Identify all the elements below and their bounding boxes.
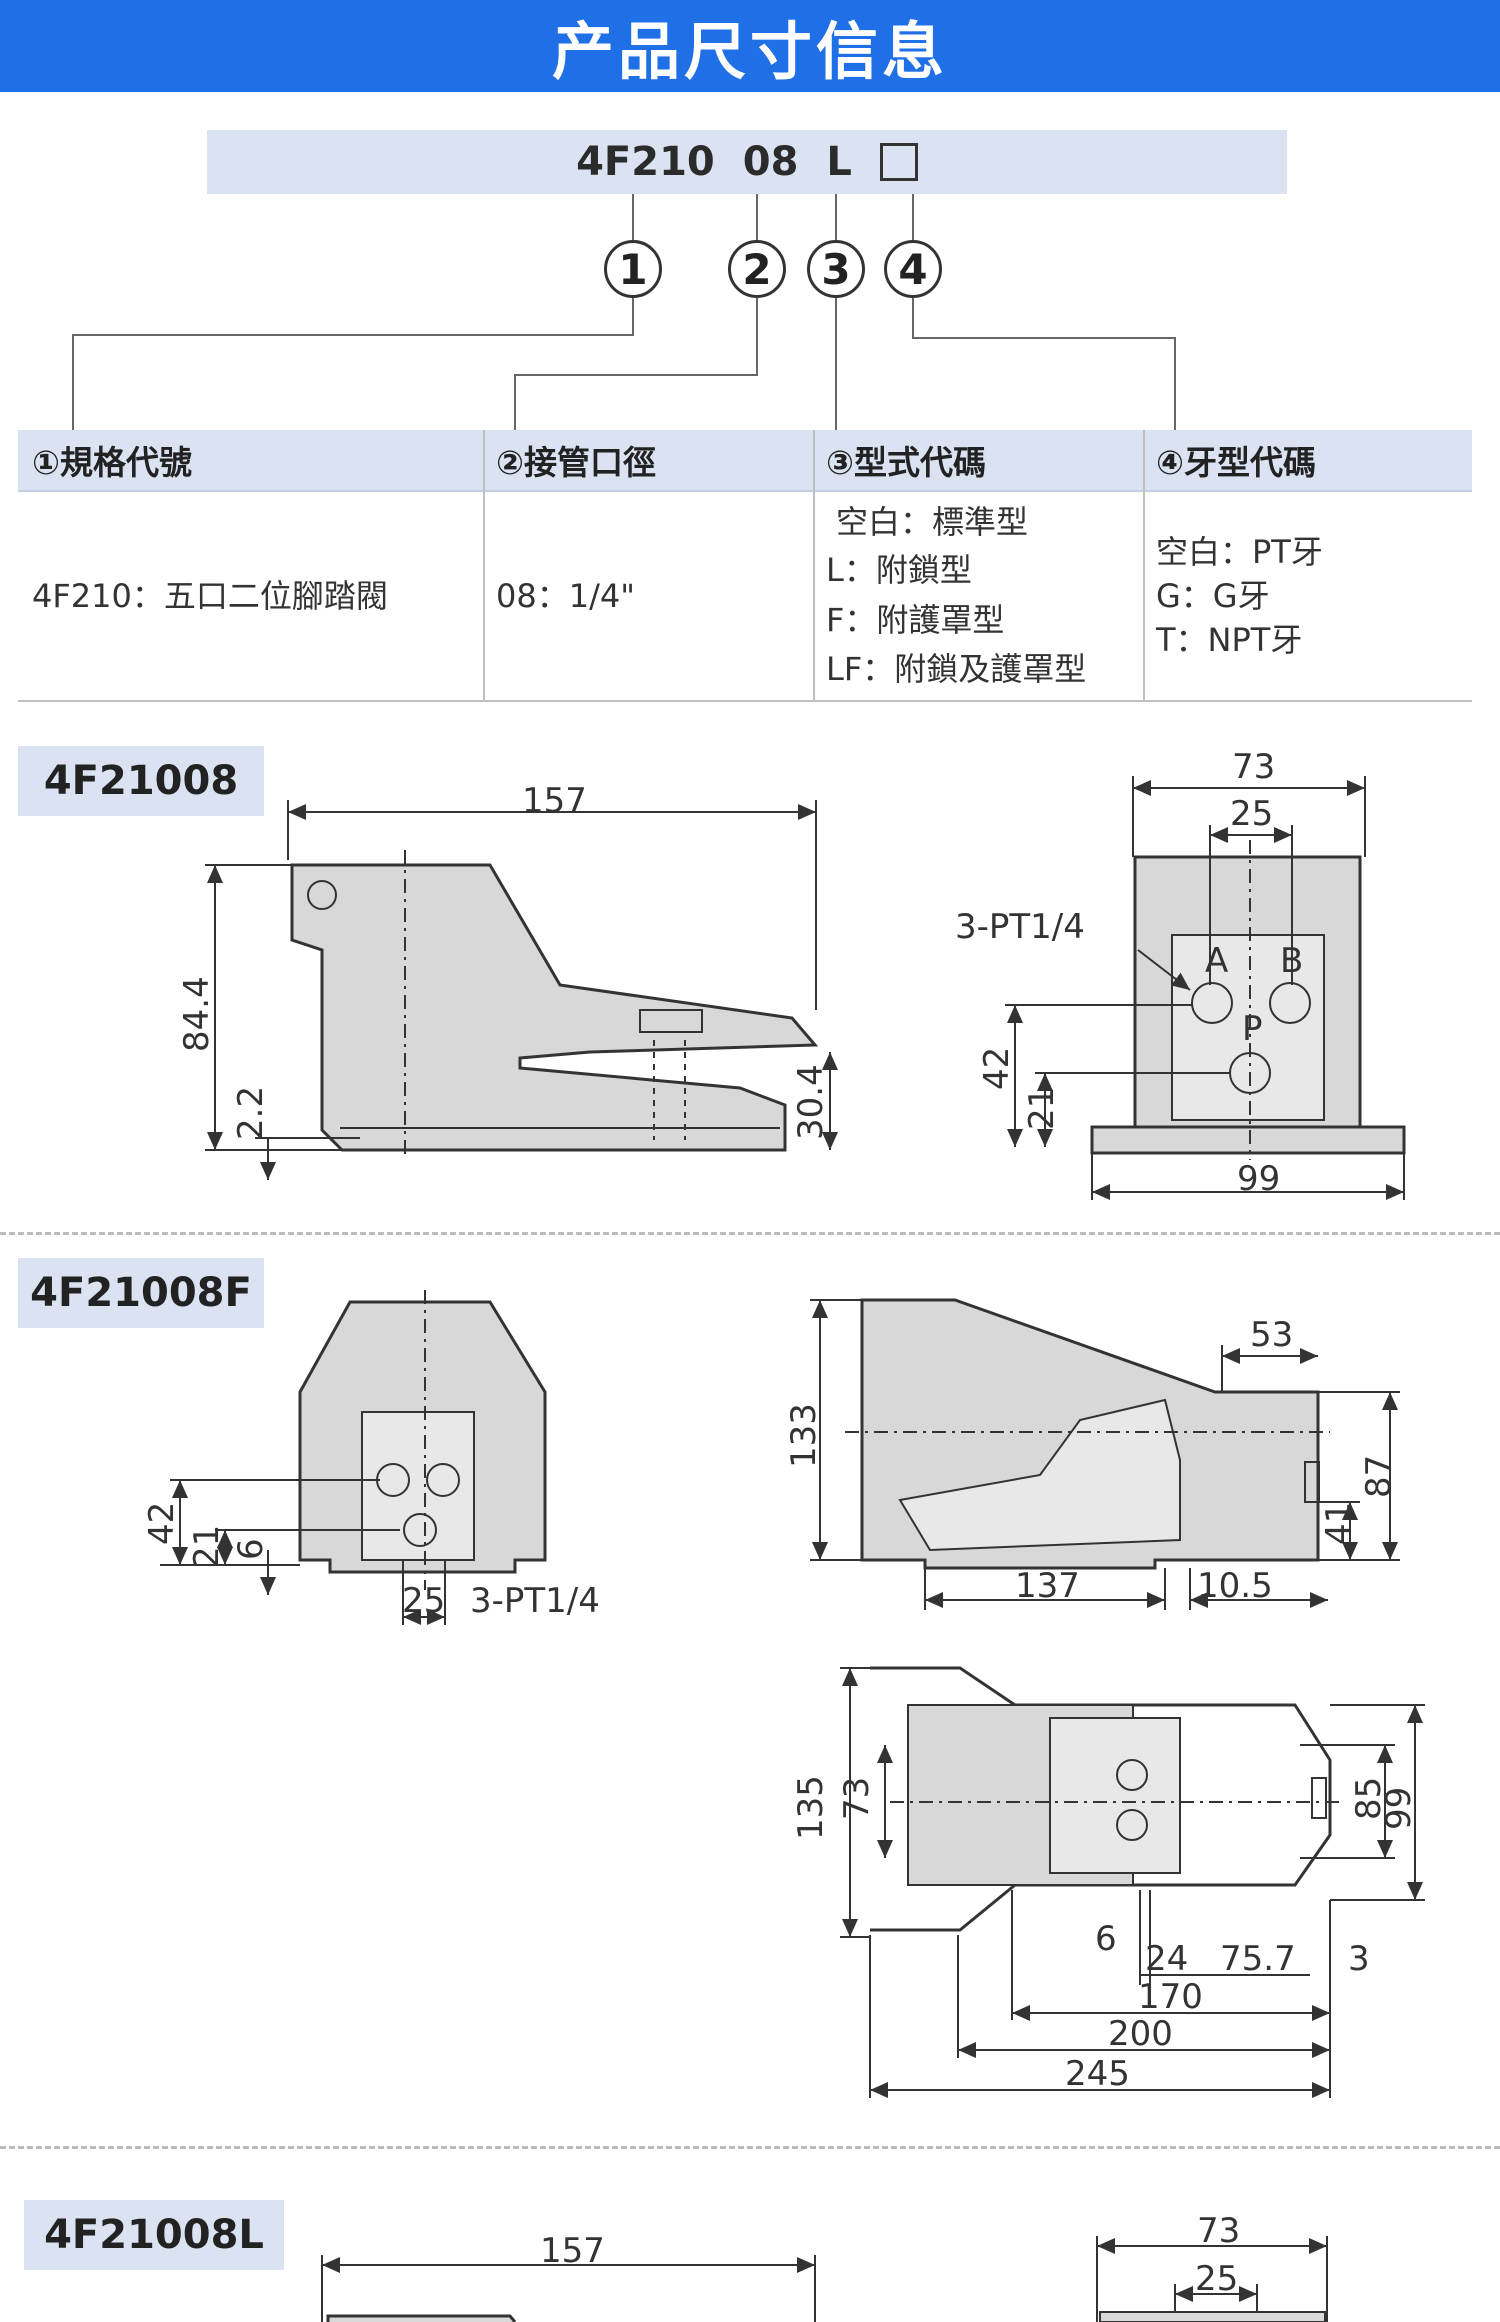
dim-length-245: 245 (1065, 2054, 1130, 2094)
table-divider (483, 430, 485, 700)
model-code-bar: 4F210 08 L (207, 130, 1287, 194)
dim-height-42: 42 (977, 1047, 1017, 1090)
table-bottom-border (18, 700, 1472, 702)
dim-width-73: 73 (1232, 747, 1275, 787)
section-label-4F21008: 4F21008 (18, 746, 264, 816)
pedal-side-view (290, 850, 819, 1160)
cell-thread-pt: 空白：PT牙 (1156, 533, 1323, 571)
locking-pedal-side-view (321, 2255, 816, 2322)
dim-width-85: 85 (1349, 1777, 1389, 1820)
page-banner: 产品尺寸信息 (0, 0, 1500, 92)
dim-port-spacing-25: 25 (1230, 794, 1273, 834)
banner-title: 产品尺寸信息 (551, 15, 948, 88)
guarded-pedal-front-view (298, 1290, 547, 1590)
code-model: 4F210 (576, 139, 715, 185)
code-placeholder-box (879, 143, 918, 181)
section-label-4F21008F: 4F21008F (18, 1258, 264, 1328)
dim-height-21: 21 (187, 1525, 227, 1568)
dim-offset-3: 3 (1348, 1939, 1370, 1979)
dim-port-spacing-25: 25 (402, 1581, 445, 1621)
cell-type-standard: 空白：標準型 (836, 503, 1029, 541)
dim-length-157: 157 (522, 781, 587, 821)
marker-4: 4 (884, 240, 942, 298)
dim-height-84-4: 84.4 (177, 976, 217, 1052)
dim-width-135: 135 (791, 1775, 831, 1840)
marker-2: 2 (728, 240, 786, 298)
dim-height-87: 87 (1359, 1455, 1399, 1498)
port-label-p: P (1242, 1009, 1263, 1049)
dim-offset-6: 6 (1095, 1919, 1117, 1959)
section-divider (0, 1232, 1500, 1235)
spec-table-header (18, 430, 1472, 492)
code-type: L (826, 139, 852, 185)
code-connector-lines (72, 194, 1176, 430)
pedal-front-view (1090, 840, 1406, 1160)
section-label-4F21008L: 4F21008L (24, 2200, 284, 2270)
dim-width-73: 73 (837, 1777, 877, 1820)
port-callout-3-pt1-4: 3-PT1/4 (470, 1581, 600, 1621)
marker-1: 1 (604, 240, 662, 298)
dim-length-170: 170 (1138, 1977, 1203, 2017)
locking-pedal-front-view (1096, 2236, 1328, 2322)
dim-length-137: 137 (1015, 1566, 1080, 1606)
dim-height-41: 41 (1319, 1502, 1359, 1545)
cell-thread-g: G：G牙 (1156, 577, 1270, 615)
header-thread-code: ④牙型代碼 (1156, 443, 1316, 482)
table-divider (1143, 430, 1145, 700)
port-label-b: B (1280, 941, 1303, 981)
table-divider (813, 430, 815, 700)
dim-base-2-2: 2.2 (231, 1086, 271, 1140)
dim-length-157: 157 (540, 2231, 605, 2271)
dim-length-10-5: 10.5 (1197, 1566, 1273, 1606)
dim-height-6: 6 (231, 1538, 271, 1560)
dim-length-200: 200 (1108, 2014, 1173, 2054)
dim-height-21: 21 (1022, 1087, 1062, 1130)
marker-3: 3 (807, 240, 865, 298)
dim-height-133: 133 (784, 1403, 824, 1468)
cell-type-lock: L：附鎖型 (826, 551, 972, 589)
header-port-size: ②接管口徑 (496, 443, 656, 482)
dim-base-width-99: 99 (1237, 1159, 1280, 1199)
dim-height-42: 42 (142, 1502, 182, 1545)
dim-width-99: 99 (1379, 1787, 1419, 1830)
guarded-pedal-side-view (845, 1298, 1330, 1570)
dim-width-73: 73 (1197, 2211, 1240, 2251)
cell-spec-code: 4F210：五口二位腳踏閥 (32, 577, 388, 615)
dim-offset-24: 24 (1145, 1939, 1188, 1979)
header-spec-code: ①規格代號 (32, 443, 192, 482)
guarded-pedal-top-view (870, 1666, 1340, 1932)
dim-port-spacing-25: 25 (1195, 2259, 1238, 2299)
port-label-a: A (1205, 941, 1228, 981)
cell-type-lock-guard: LF：附鎖及護罩型 (826, 650, 1087, 688)
dim-toe-30-4: 30.4 (791, 1064, 831, 1140)
cell-port-size: 08：1/4" (496, 577, 635, 615)
cell-type-guard: F：附護罩型 (826, 601, 1005, 639)
cell-thread-npt: T：NPT牙 (1156, 621, 1303, 659)
dim-length-53: 53 (1250, 1315, 1293, 1355)
section-divider (0, 2146, 1500, 2149)
code-port: 08 (742, 139, 799, 185)
header-type-code: ③型式代碼 (826, 443, 986, 482)
dim-length-75-7: 75.7 (1220, 1939, 1296, 1979)
port-callout-3-pt1-4: 3-PT1/4 (955, 907, 1085, 947)
